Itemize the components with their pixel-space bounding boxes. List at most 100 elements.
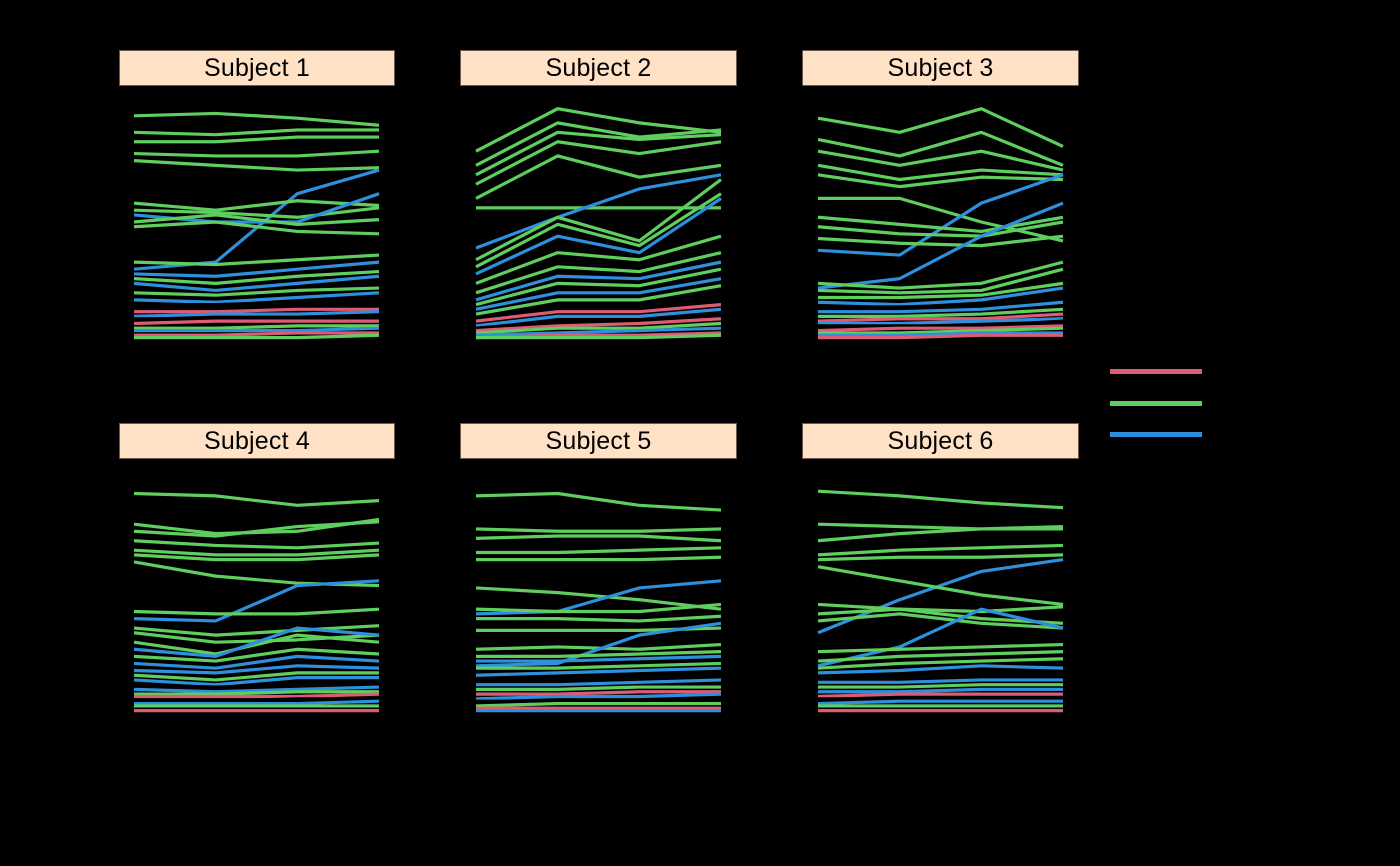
series-line bbox=[133, 220, 380, 236]
series-line bbox=[134, 314, 380, 321]
series-line bbox=[133, 626, 380, 658]
series-line bbox=[817, 107, 1064, 148]
series-line bbox=[818, 678, 1063, 684]
series-line bbox=[133, 206, 380, 219]
facet-subject-6: Subject 6 bbox=[802, 423, 1079, 716]
series-line bbox=[476, 614, 722, 623]
legend-item-series-red[interactable] bbox=[1110, 369, 1212, 374]
strip-label-subject-1: Subject 1 bbox=[203, 53, 311, 82]
series-line bbox=[476, 678, 722, 687]
plot-panel-subject-6 bbox=[817, 474, 1064, 716]
series-line bbox=[817, 602, 1064, 614]
series-line bbox=[134, 699, 380, 706]
series-line bbox=[817, 267, 1064, 295]
series-line bbox=[476, 685, 721, 691]
series-line bbox=[134, 324, 379, 330]
series-line bbox=[133, 548, 380, 557]
series-line bbox=[818, 295, 1064, 309]
legend-key-series-blue bbox=[1110, 432, 1202, 437]
series-line bbox=[475, 586, 722, 611]
series-line bbox=[817, 215, 1064, 234]
series-line bbox=[476, 654, 722, 663]
series-line bbox=[475, 260, 722, 302]
series-line bbox=[475, 197, 722, 276]
series-line bbox=[476, 555, 722, 562]
series-line bbox=[475, 251, 722, 295]
series-line bbox=[817, 130, 1064, 167]
series-line bbox=[476, 546, 722, 555]
lines-subject-2 bbox=[475, 107, 722, 340]
series-line bbox=[133, 539, 380, 550]
series-line bbox=[475, 277, 722, 311]
series-line bbox=[817, 173, 1064, 189]
series-line bbox=[817, 220, 1064, 238]
series-line bbox=[133, 520, 380, 538]
series-line bbox=[818, 333, 1063, 340]
series-line bbox=[134, 697, 379, 703]
strip-header-subject-4: Subject 4 bbox=[119, 423, 395, 459]
series-line bbox=[133, 680, 380, 689]
series-line bbox=[133, 291, 380, 304]
series-line bbox=[817, 657, 1064, 670]
series-line bbox=[133, 286, 380, 297]
series-line bbox=[817, 664, 1064, 675]
series-line bbox=[133, 199, 380, 212]
series-line bbox=[134, 326, 380, 333]
series-line bbox=[818, 683, 1063, 689]
series-line bbox=[475, 602, 722, 614]
series-line bbox=[818, 281, 1064, 300]
series-line bbox=[475, 579, 722, 616]
series-line bbox=[133, 128, 379, 137]
series-line bbox=[133, 159, 380, 172]
series-line bbox=[817, 692, 1063, 699]
series-line bbox=[134, 333, 380, 340]
series-line bbox=[133, 274, 380, 293]
series-line bbox=[475, 173, 722, 250]
series-line bbox=[475, 317, 722, 333]
series-line bbox=[133, 647, 380, 663]
series-line bbox=[133, 491, 380, 507]
plot-panel-subject-5 bbox=[475, 474, 722, 716]
series-line bbox=[133, 685, 380, 694]
series-line bbox=[476, 650, 722, 658]
legend-item-series-blue[interactable] bbox=[1110, 432, 1212, 437]
series-line bbox=[133, 671, 379, 682]
series-line bbox=[475, 701, 721, 708]
series-line bbox=[475, 178, 722, 262]
series-line bbox=[134, 298, 380, 307]
series-line bbox=[475, 321, 722, 335]
series-line bbox=[817, 260, 1064, 290]
series-line bbox=[476, 661, 722, 670]
series-line bbox=[475, 121, 722, 167]
plot-panel-subject-4 bbox=[133, 474, 380, 716]
legend-key-series-green bbox=[1110, 401, 1202, 406]
series-line bbox=[475, 284, 722, 316]
series-line bbox=[475, 140, 722, 186]
series-line bbox=[133, 676, 379, 687]
series-line bbox=[818, 326, 1064, 335]
series-line bbox=[476, 690, 721, 696]
series-line bbox=[133, 213, 380, 226]
legend-item-series-green[interactable] bbox=[1110, 401, 1212, 406]
series-line bbox=[818, 300, 1064, 314]
series-line bbox=[475, 312, 722, 330]
series-line bbox=[476, 333, 722, 340]
series-line bbox=[475, 107, 722, 153]
strip-header-subject-3: Subject 3 bbox=[802, 50, 1079, 86]
series-line bbox=[817, 671, 1064, 680]
facet-subject-4: Subject 4 bbox=[119, 423, 395, 716]
series-line bbox=[133, 111, 380, 127]
series-line bbox=[817, 612, 1064, 630]
series-line bbox=[476, 673, 722, 682]
series-line bbox=[817, 565, 1064, 607]
series-line bbox=[475, 267, 722, 307]
series-line bbox=[133, 310, 380, 318]
series-line bbox=[133, 633, 380, 656]
strip-header-subject-6: Subject 6 bbox=[802, 423, 1079, 459]
series-line bbox=[133, 654, 380, 670]
series-line bbox=[133, 624, 380, 637]
series-line bbox=[817, 607, 1064, 668]
lines-subject-5 bbox=[475, 491, 722, 713]
strip-label-subject-4: Subject 4 bbox=[203, 426, 311, 455]
